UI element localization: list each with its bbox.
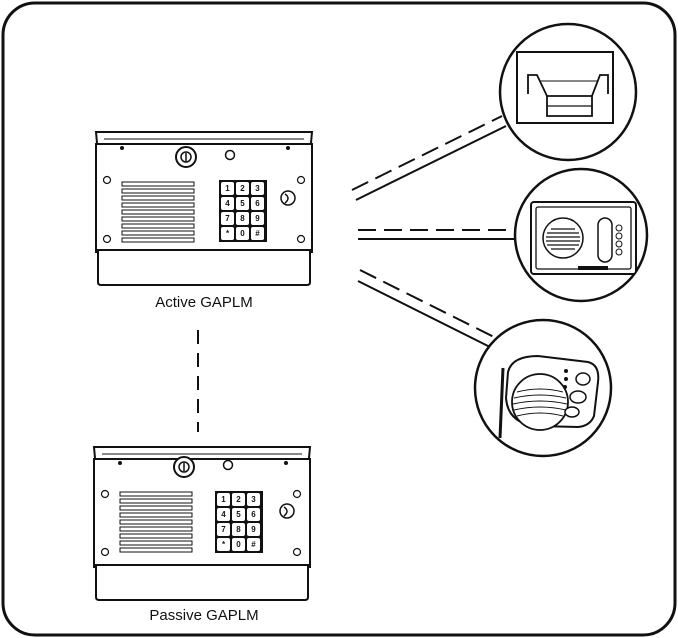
keypad: 1 2 3 4 5 6 7 8 9 * 0 # [219, 180, 267, 242]
keypad-key: * [221, 227, 234, 240]
passive-gaplm-label: Passive GAPLM [149, 607, 258, 624]
active-gaplm-unit: 1 2 3 4 5 6 7 8 9 * 0 # [94, 131, 314, 286]
link-to-device-bottom [357, 269, 503, 350]
cord-icon [280, 190, 296, 206]
svg-text:6: 6 [251, 510, 256, 519]
screw-icon [100, 461, 302, 557]
intercom-monitor-icon [530, 201, 637, 275]
keypad-key: 2 [236, 182, 249, 195]
keypad-key: 7 [217, 523, 230, 536]
keypad-key: 1 [217, 493, 230, 506]
svg-text:1: 1 [221, 495, 226, 504]
link-to-device-middle [358, 229, 517, 240]
keyhole-icon [175, 146, 197, 168]
svg-text:7: 7 [225, 214, 230, 223]
bracket-icon [516, 51, 614, 124]
keypad-key: 2 [232, 493, 245, 506]
active-gaplm-label: Active GAPLM [155, 294, 253, 311]
keypad-key: # [251, 227, 264, 240]
svg-text:6: 6 [255, 199, 260, 208]
link-to-device-top [351, 115, 507, 201]
svg-text:*: * [222, 540, 226, 549]
keypad-key: 9 [247, 523, 260, 536]
keypad-key: 3 [251, 182, 264, 195]
keypad-key: 7 [221, 212, 234, 225]
keypad-key: 8 [232, 523, 245, 536]
svg-text:4: 4 [225, 199, 230, 208]
keypad-key: * [217, 538, 230, 551]
svg-text:5: 5 [236, 510, 241, 519]
device-callout-bottom [473, 318, 613, 458]
svg-text:4: 4 [221, 510, 226, 519]
svg-text:3: 3 [255, 184, 260, 193]
svg-text:5: 5 [240, 199, 245, 208]
svg-text:*: * [226, 229, 230, 238]
svg-text:9: 9 [255, 214, 260, 223]
svg-text:#: # [255, 229, 260, 238]
keypad-key: 8 [236, 212, 249, 225]
keypad-key: 3 [247, 493, 260, 506]
svg-text:2: 2 [236, 495, 241, 504]
keypad: 1 2 3 4 5 6 7 8 9 * 0 # [215, 491, 263, 553]
svg-text:9: 9 [251, 525, 256, 534]
indicator-led [224, 149, 236, 161]
svg-text:8: 8 [240, 214, 245, 223]
keypad-key: 1 [221, 182, 234, 195]
svg-text:#: # [251, 540, 256, 549]
wireless-handset-icon [498, 354, 600, 439]
screw-icon [102, 146, 306, 244]
svg-text:2: 2 [240, 184, 245, 193]
keypad-key: # [247, 538, 260, 551]
keypad-key: 0 [236, 227, 249, 240]
svg-text:1: 1 [225, 184, 230, 193]
speaker-grille [121, 181, 195, 243]
keypad-key: 0 [232, 538, 245, 551]
keypad-key: 9 [251, 212, 264, 225]
device-callout-top [498, 22, 638, 162]
svg-text:0: 0 [240, 229, 245, 238]
keypad-key: 4 [217, 508, 230, 521]
keypad-key: 5 [232, 508, 245, 521]
indicator-led [222, 459, 234, 471]
cord-icon [279, 503, 295, 519]
svg-text:0: 0 [236, 540, 241, 549]
keyhole-icon [173, 456, 195, 478]
speaker-grille [119, 491, 193, 553]
device-callout-middle [513, 167, 649, 303]
passive-gaplm-unit: 1 2 3 4 5 6 7 8 9 * 0 # [92, 446, 312, 601]
svg-text:3: 3 [251, 495, 256, 504]
svg-text:8: 8 [236, 525, 241, 534]
keypad-key: 6 [251, 197, 264, 210]
svg-text:7: 7 [221, 525, 226, 534]
keypad-key: 6 [247, 508, 260, 521]
keypad-key: 4 [221, 197, 234, 210]
keypad-key: 5 [236, 197, 249, 210]
